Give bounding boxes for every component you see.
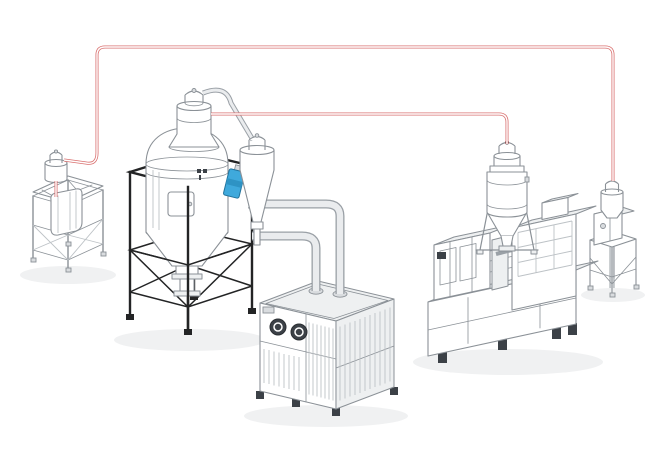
bigbag-sack [50, 188, 83, 236]
frame-foot [65, 241, 72, 247]
loader-cap-knob [53, 149, 59, 154]
dryer-gauges [269, 318, 308, 341]
loader-body [168, 105, 220, 148]
shadow-stand [114, 329, 266, 351]
cyclone-outlet [250, 221, 264, 230]
cyclone-drop-tube [253, 228, 261, 246]
valve-band [225, 178, 243, 188]
process-air-hoses [248, 199, 345, 294]
hopper-loader [168, 88, 220, 152]
side-louvers [339, 307, 391, 401]
doser-receiver [600, 192, 624, 219]
frame-foot [65, 267, 72, 273]
bag-straps [41, 179, 93, 197]
control-box [437, 252, 446, 259]
lid-knob [191, 88, 197, 93]
shadow-dryer [244, 405, 408, 427]
machine-hopper-body [486, 171, 528, 218]
conveying-line-a [63, 45, 615, 181]
imm-feet [438, 323, 577, 363]
guard-doors [439, 243, 477, 286]
floor-shadows [20, 266, 645, 427]
hose-supply [252, 231, 321, 291]
front-vents [263, 349, 300, 391]
gauge-right [290, 323, 308, 341]
stand-foot [190, 294, 198, 300]
machine-hopper-lid [493, 151, 521, 161]
cyclone-separator [239, 133, 275, 246]
cyclone-body [239, 150, 275, 223]
bigbag-station [30, 149, 107, 273]
dosing-station [587, 180, 640, 298]
loader-cyclone-tube [202, 87, 256, 142]
motor-block [541, 196, 569, 221]
stand-foot [126, 314, 134, 320]
front-louvers [308, 322, 334, 401]
dryer-logo-plate [262, 306, 275, 314]
frame-foot [100, 251, 107, 257]
control-cabinet [511, 213, 577, 311]
station-loader [44, 149, 68, 184]
machine-hopper-collar [489, 165, 525, 173]
doser-knob [600, 223, 606, 229]
stand-foot [248, 308, 256, 314]
gauge-left [269, 318, 287, 336]
hopper-flange [145, 156, 229, 172]
shadow-bigbag [20, 266, 116, 284]
slide-gate-valve [223, 164, 246, 199]
brand-mark [197, 169, 207, 180]
machine-hopper-outlet [500, 235, 514, 247]
dryer-feet [256, 387, 398, 416]
doser-stand [587, 231, 640, 298]
stand-front-overlay [129, 185, 253, 333]
dehumidifying-dryer [256, 280, 398, 416]
machine-hopper [475, 140, 539, 255]
bag-pleats [57, 190, 77, 233]
shadow-imm [413, 349, 603, 375]
clamp-band-tab [524, 176, 530, 183]
frame-foot [30, 257, 37, 263]
cyclone-knob [254, 133, 260, 138]
conveying-line-b [211, 112, 509, 144]
